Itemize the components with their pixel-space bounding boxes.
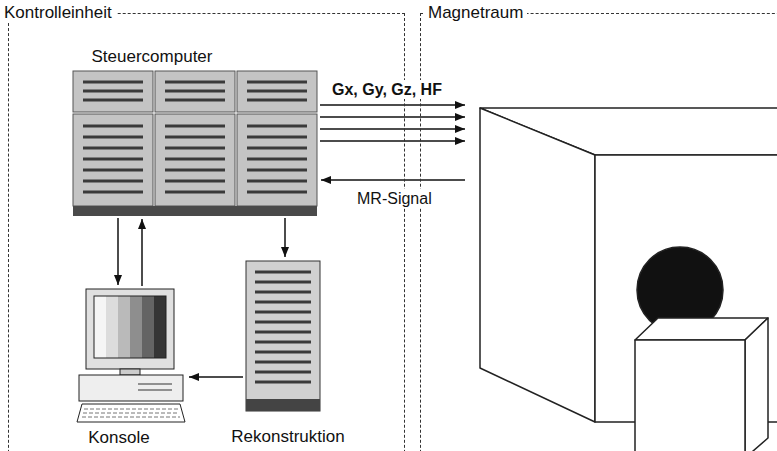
patient-table-side (745, 318, 768, 451)
signal-arrow (320, 128, 465, 130)
monitor-housing (86, 289, 174, 369)
keyboard (77, 404, 185, 422)
rack-unit (73, 114, 153, 206)
device-label: Rekonstruktion (231, 427, 344, 446)
rack-slot (83, 125, 143, 128)
rack-slot (83, 180, 143, 183)
rack-slot (165, 81, 225, 84)
rack-slot (165, 147, 225, 150)
rack-slot (247, 191, 307, 194)
region-heading: Kontrolleinheit (0, 3, 116, 22)
control-region: KontrolleinheitSteuercomputerKonsoleReko… (8, 13, 405, 451)
screen-stripe (106, 296, 118, 358)
rack-slot (247, 158, 307, 161)
key-row (84, 409, 178, 410)
screen-stripe (142, 296, 154, 358)
server-base (246, 399, 320, 411)
magnet-room-region: Magnetraum (420, 13, 777, 451)
rack-slot (83, 191, 143, 194)
server-slot (255, 331, 311, 334)
rack-slot (83, 99, 143, 102)
rack-unit (237, 71, 317, 112)
signal-arrow (320, 104, 465, 106)
screen-stripe (94, 296, 106, 358)
rack-slot (165, 125, 225, 128)
region-heading: Magnetraum (424, 3, 527, 22)
control-computer: Steuercomputer (72, 70, 318, 216)
device-label: Konsole (88, 428, 149, 447)
magnet-side-face (480, 108, 595, 422)
signal-arrow (320, 116, 465, 118)
reconstruction-server: Rekonstruktion (245, 260, 321, 412)
device-label: Steuercomputer (92, 47, 213, 66)
server-slot (255, 351, 311, 354)
rack-slot (83, 147, 143, 150)
rack-slot (247, 125, 307, 128)
rack-slot (83, 136, 143, 139)
server-slot (255, 281, 311, 284)
rack-unit (155, 71, 235, 112)
rack-slot (165, 180, 225, 183)
key-row (83, 413, 179, 414)
signal-arrow (117, 218, 119, 285)
console-computer-illustration (76, 288, 186, 424)
drive-slot (138, 384, 172, 385)
signal-arrow (189, 376, 243, 378)
signal-label: Gx, Gy, Gz, HF (330, 80, 444, 99)
server-slot (255, 271, 311, 274)
rack-slot (247, 136, 307, 139)
screen-stripe (154, 296, 166, 358)
rack-slot (247, 90, 307, 93)
rack-slot (247, 99, 307, 102)
rack-slot (83, 169, 143, 172)
control-computer-illustration (72, 70, 318, 216)
signal-label: MR-Signal (355, 189, 434, 208)
key-row (82, 417, 180, 418)
rack-slot (247, 180, 307, 183)
rack-unit (73, 71, 153, 112)
patient-table-front (635, 340, 745, 451)
server-housing (246, 261, 320, 411)
rack-slot (165, 99, 225, 102)
server-slot (255, 381, 311, 384)
server-slot (255, 301, 311, 304)
server-slot (255, 321, 311, 324)
monitor-stand (120, 369, 140, 375)
rack-slot (165, 136, 225, 139)
server-slot (255, 371, 311, 374)
signal-arrow (321, 179, 465, 181)
signal-arrow (141, 219, 143, 286)
rack-base (73, 206, 317, 216)
drive-slot (138, 390, 172, 391)
rack-slot (247, 81, 307, 84)
rack-slot (83, 158, 143, 161)
server-slot (255, 341, 311, 344)
server-slot (255, 291, 311, 294)
rack-slot (83, 90, 143, 93)
rack-slot (83, 81, 143, 84)
screen-stripe (130, 296, 142, 358)
rack-slot (247, 147, 307, 150)
monitor-screen (94, 296, 166, 358)
server-slot (255, 361, 311, 364)
server-slot (255, 311, 311, 314)
screen-stripe (118, 296, 130, 358)
signal-arrow (320, 140, 465, 142)
rack-unit (155, 114, 235, 206)
reconstruction-server-illustration (245, 260, 321, 412)
rack-slot (165, 191, 225, 194)
rack-unit (237, 114, 317, 206)
signal-arrow (284, 218, 286, 257)
computer-case (79, 375, 183, 401)
rack-slot (165, 169, 225, 172)
rack-slot (165, 158, 225, 161)
rack-slot (247, 169, 307, 172)
rack-slot (165, 90, 225, 93)
console-computer: Konsole (76, 288, 186, 424)
